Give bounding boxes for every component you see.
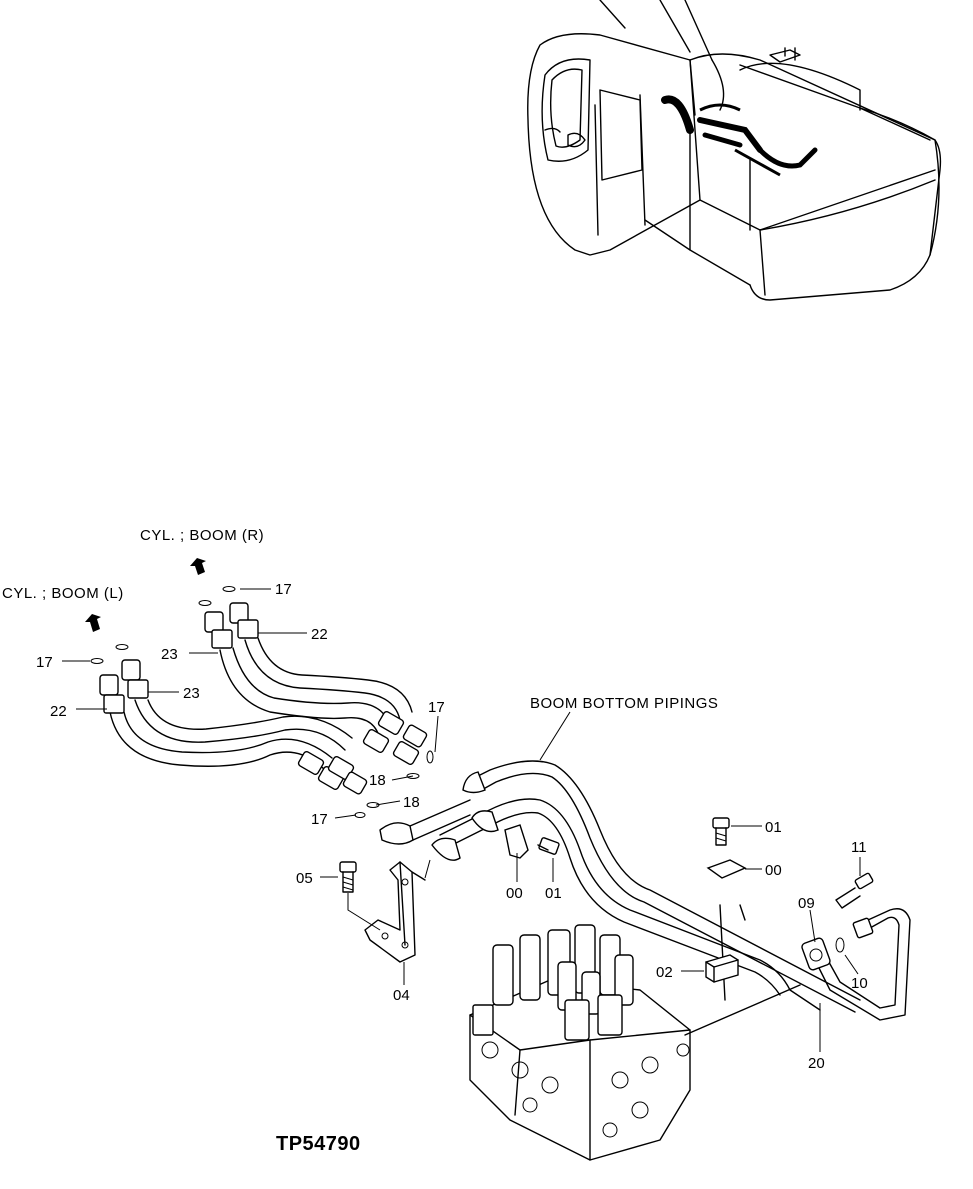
block-02 [705, 954, 739, 983]
part-label-01-left: 01 [545, 885, 562, 902]
part-label-00-left: 00 [506, 885, 523, 902]
clamp-00-left [504, 824, 529, 859]
part-label-00-right: 00 [765, 862, 782, 879]
part-label-05: 05 [296, 870, 313, 887]
arrow-up-icon-boom-l [85, 614, 101, 632]
part-label-18-upper: 18 [369, 772, 386, 789]
bolt-01-right [712, 817, 730, 846]
part-label-04: 04 [393, 987, 410, 1004]
bracket-04 [364, 861, 426, 963]
part-label-23-left: 23 [183, 685, 200, 702]
part-label-11: 11 [851, 839, 867, 856]
part-label-17-left: 17 [36, 654, 53, 671]
part-label-17-lower: 17 [311, 811, 328, 828]
control-valve [469, 924, 691, 1161]
part-label-20: 20 [808, 1055, 825, 1072]
boom-bottom-pipes [379, 760, 861, 1036]
diagram-code: TP54790 [276, 1133, 361, 1155]
bolt-05 [339, 861, 357, 893]
part-label-01-right: 01 [765, 819, 782, 836]
hose-assembly-left [109, 637, 413, 771]
bolt-11 [835, 872, 874, 909]
hose-fittings [90, 586, 434, 818]
arrow-up-icon-boom-r [190, 558, 206, 575]
part-label-23-right: 23 [161, 646, 178, 663]
caption-boom-l: CYL. ; BOOM (L) [2, 585, 124, 602]
pipe-20 [801, 908, 911, 1021]
part-label-02: 02 [656, 964, 673, 981]
clamp-00-right [706, 859, 747, 879]
part-label-10: 10 [851, 975, 868, 992]
part-label-22-left: 22 [50, 703, 67, 720]
part-label-18-lower: 18 [403, 794, 420, 811]
part-label-22-right: 22 [311, 626, 328, 643]
part-label-17-mid: 17 [428, 699, 445, 716]
part-label-09: 09 [798, 895, 815, 912]
caption-boom-bottom-pipings: BOOM BOTTOM PIPINGS [530, 695, 718, 712]
part-label-17-top: 17 [275, 581, 292, 598]
excavator-overview-illustration [527, 0, 942, 301]
leader-lines [62, 588, 861, 1052]
caption-boom-r: CYL. ; BOOM (R) [140, 527, 264, 544]
bolt-01-left [537, 837, 560, 855]
